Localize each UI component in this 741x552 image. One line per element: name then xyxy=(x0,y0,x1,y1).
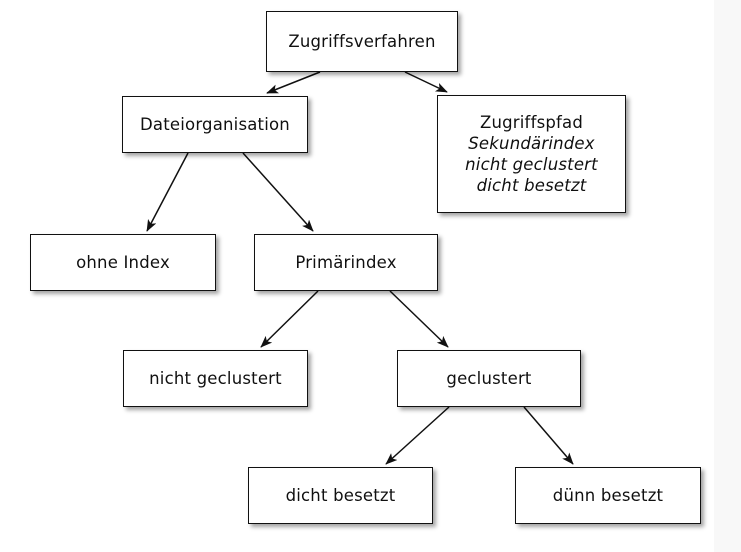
node-dateiorganisation[interactable]: Dateiorganisation xyxy=(122,96,308,153)
node-label-stack: Zugriffsverfahren xyxy=(267,31,457,52)
node-label-stack: dünn besetzt xyxy=(516,485,700,506)
edge-geclustert-to-duenn-besetzt xyxy=(523,406,574,465)
node-label-line: ohne Index xyxy=(76,252,170,272)
node-label-stack: geclustert xyxy=(398,368,580,389)
node-label-line: dünn besetzt xyxy=(552,485,664,505)
node-label-line: nicht geclustert xyxy=(465,155,598,174)
edge-dateiorganisation-to-primaerindex xyxy=(242,152,314,232)
node-label-line: dicht besetzt xyxy=(476,176,587,196)
node-nicht-geclustert[interactable]: nicht geclustert xyxy=(123,350,308,407)
right-side-panel xyxy=(714,0,741,552)
node-label-stack: Primärindex xyxy=(255,252,437,273)
node-label-line: Zugriffsverfahren xyxy=(288,31,436,51)
node-label-line: Dateiorganisation xyxy=(140,114,290,134)
node-ohne-index[interactable]: ohne Index xyxy=(30,234,216,291)
node-label-line: nicht geclustert xyxy=(149,368,282,388)
node-label-line: dicht besetzt xyxy=(285,485,396,505)
node-label-line: Primärindex xyxy=(295,252,397,272)
node-label-line: geclustert xyxy=(446,368,532,388)
edge-primaerindex-to-nicht-geclustert xyxy=(260,290,319,348)
node-label-line: Zugriffspfad xyxy=(479,112,584,132)
node-duenn-besetzt[interactable]: dünn besetzt xyxy=(515,467,701,524)
edge-geclustert-to-dicht-besetzt xyxy=(385,406,450,465)
node-label-line: Sekundärindex xyxy=(468,133,595,153)
edge-dateiorganisation-to-ohne-index xyxy=(146,152,189,232)
node-label-stack: Dateiorganisation xyxy=(123,114,307,135)
node-primaerindex[interactable]: Primärindex xyxy=(254,234,438,291)
node-label-stack: dicht besetzt xyxy=(249,485,432,506)
node-label-stack: nicht geclustert xyxy=(124,368,307,389)
edge-primaerindex-to-geclustert xyxy=(389,290,449,348)
edge-zugriffsverfahren-to-dateiorganisation xyxy=(266,71,321,94)
node-dicht-besetzt[interactable]: dicht besetzt xyxy=(248,467,433,524)
edge-zugriffsverfahren-to-zugriffspfad xyxy=(404,71,448,93)
node-label-stack: ohne Index xyxy=(31,252,215,273)
node-zugriffsverfahren[interactable]: Zugriffsverfahren xyxy=(266,11,458,72)
node-geclustert[interactable]: geclustert xyxy=(397,350,581,407)
